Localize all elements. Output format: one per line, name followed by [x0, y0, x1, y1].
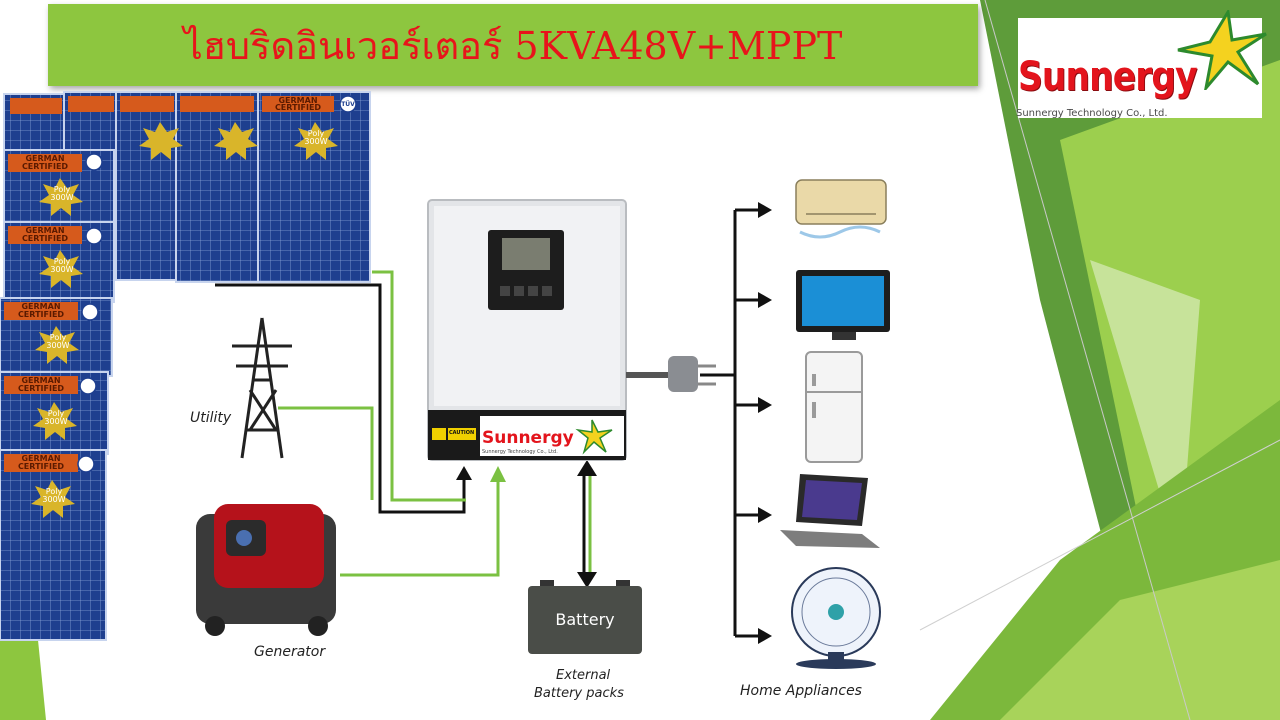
panel-badge-line2: CERTIFIED — [17, 310, 65, 319]
panel-type-line1: Poly — [53, 257, 71, 266]
utility-tower-icon — [232, 317, 292, 459]
panel-type-line2: 300W — [50, 193, 74, 202]
battery-caption-line2: Battery packs — [534, 686, 624, 701]
star-burst-icon — [1177, 10, 1267, 90]
panel-badge-text: GERMAN CERTIFIED — [4, 303, 78, 319]
solar-panels — [0, 91, 371, 641]
panel-badge-line1: GERMAN — [21, 376, 61, 385]
panel-type-line2: 300W — [44, 417, 68, 426]
panel-type-line2: 300W — [46, 341, 70, 350]
inverter-lcd-screen — [502, 238, 550, 270]
panel-type-text: Poly 300W — [42, 186, 82, 202]
panel-badge-line2: CERTIFIED — [274, 103, 322, 112]
panel-badge-text: GERMAN CERTIFIED — [262, 96, 334, 112]
panel-type-line2: 300W — [50, 265, 74, 274]
slide-title: ไฮบริดอินเวอร์เตอร์ 5KVA48V+MPPT — [183, 23, 843, 68]
panel-badge-line1: GERMAN — [25, 226, 65, 235]
panel-badge-line2: CERTIFIED — [21, 234, 69, 243]
panel-badge-text: GERMAN CERTIFIED — [8, 155, 82, 171]
panel-badge-text: GERMAN CERTIFIED — [4, 377, 78, 393]
panel-badge-line1: GERMAN — [278, 96, 318, 105]
home-appliances-label: Home Appliances — [740, 683, 862, 699]
solar-panel — [0, 449, 107, 641]
panel-badge-line1: GERMAN — [21, 302, 61, 311]
panel-green-wire — [372, 270, 466, 502]
panel-type-text: Poly 300W — [38, 334, 78, 350]
panel-badge-line1: GERMAN — [21, 454, 61, 463]
bg-shape-left-bottom — [0, 640, 46, 720]
utility-wire — [278, 406, 374, 500]
generator-label: Generator — [254, 644, 326, 660]
air-conditioner-icon — [795, 179, 887, 239]
output-arrows — [735, 202, 772, 644]
generator-arrow — [490, 466, 506, 482]
caution-label: CAUTION — [449, 430, 475, 436]
utility-label: Utility — [190, 410, 232, 426]
battery-label: Battery — [555, 610, 615, 629]
bg-shape-bottom-right-light — [1000, 560, 1280, 720]
panel-badges — [4, 95, 357, 518]
battery-arrow-up — [577, 460, 597, 476]
company-logo: Sunnergy Sunnergy Technology Co., Ltd. — [1012, 10, 1267, 122]
panel-type-text: Poly 300W — [296, 130, 336, 146]
laptop-icon — [780, 474, 880, 548]
solar-panel — [257, 91, 371, 283]
panel-type-line1: Poly — [307, 129, 325, 138]
power-plug-icon — [668, 356, 698, 392]
panel-badge-line2: CERTIFIED — [17, 462, 65, 471]
panel-type-line2: 300W — [42, 495, 66, 504]
television-icon — [796, 270, 890, 340]
inverter-company: Sunnergy Technology Co., Ltd. — [482, 449, 558, 455]
panel-type-text: Poly 300W — [42, 258, 82, 274]
wiring — [215, 202, 772, 644]
inverter-unit — [427, 199, 716, 461]
panel-badge-text: GERMAN CERTIFIED — [4, 455, 78, 471]
pv-arrow — [456, 466, 472, 480]
battery-icon — [528, 580, 642, 654]
battery-caption-line1: External — [556, 668, 611, 683]
panel-type-line1: Poly — [53, 185, 71, 194]
logo-brand-name: Sunnergy — [1018, 54, 1198, 100]
panel-badge-line2: CERTIFIED — [21, 162, 69, 171]
panel-badge-line1: GERMAN — [25, 154, 65, 163]
electric-fan-icon — [791, 567, 881, 669]
panel-type-text: Poly 300W — [34, 488, 74, 504]
logo-company-name: Sunnergy Technology Co., Ltd. — [1016, 108, 1168, 119]
solar-panel — [115, 91, 177, 281]
battery-arrow-down — [577, 572, 597, 588]
panel-type-line1: Poly — [45, 487, 63, 496]
inverter-brand: Sunnergy — [482, 428, 574, 448]
panel-type-line2: 300W — [304, 137, 328, 146]
panel-badge-line2: CERTIFIED — [17, 384, 65, 393]
generator-wire — [340, 480, 500, 577]
panel-badge-text: GERMAN CERTIFIED — [8, 227, 82, 243]
solar-panel — [175, 91, 259, 283]
tuv-badge: TÜV — [341, 101, 355, 108]
refrigerator-icon — [805, 351, 863, 463]
panel-type-line1: Poly — [49, 333, 67, 342]
panel-type-line1: Poly — [47, 409, 65, 418]
inverter-star-icon — [575, 419, 613, 455]
title-bar: ไฮบริดอินเวอร์เตอร์ 5KVA48V+MPPT — [48, 4, 978, 86]
panel-type-text: Poly 300W — [36, 410, 76, 426]
generator-icon — [196, 504, 336, 636]
